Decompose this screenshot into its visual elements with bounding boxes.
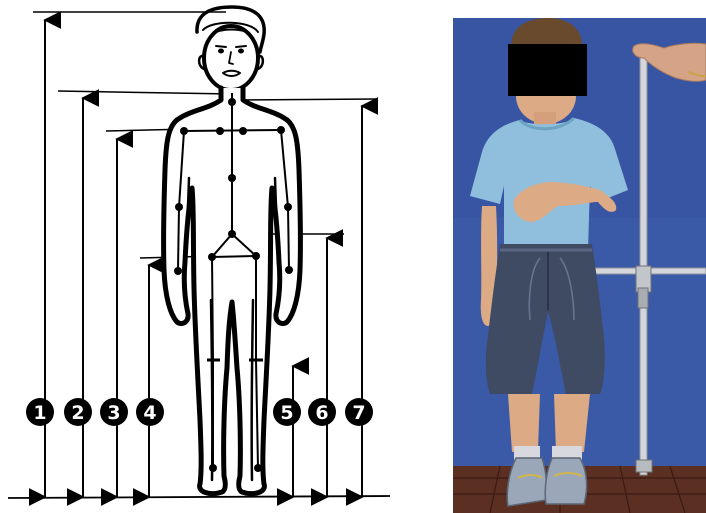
- joint-left-wrist: [174, 267, 182, 275]
- joint-right-shoulder: [277, 126, 285, 134]
- joint-sternum-right: [239, 127, 247, 135]
- svg-text:4: 4: [143, 402, 156, 424]
- measurement-marker-4: 4: [136, 398, 164, 426]
- reference-line-neck: [58, 91, 232, 94]
- measurement-marker-6: 6: [308, 398, 336, 426]
- face-censor-bar: [508, 44, 587, 96]
- joint-sternum-left: [216, 127, 224, 135]
- stadiometer-rod: [640, 55, 647, 475]
- svg-text:5: 5: [280, 402, 293, 424]
- svg-text:1: 1: [33, 402, 46, 424]
- measurement-marker-7: 7: [345, 398, 373, 426]
- left-shoe: [507, 458, 547, 506]
- joint-left-hip: [208, 253, 216, 261]
- joint-right-ankle: [254, 464, 262, 472]
- reference-line-shoulder-right: [232, 99, 378, 100]
- head: [197, 7, 264, 90]
- joint-left-shoulder: [180, 127, 188, 135]
- ground-line: [8, 496, 390, 498]
- measurement-marker-3: 3: [100, 398, 128, 426]
- joint-neck: [228, 98, 236, 106]
- measurement-marker-5: 5: [273, 398, 301, 426]
- svg-text:7: 7: [352, 402, 365, 424]
- joint-right-elbow: [284, 203, 292, 211]
- measurement-photo: [453, 18, 706, 513]
- svg-text:6: 6: [315, 402, 328, 424]
- joint-spine: [228, 174, 236, 182]
- body-diagram: 1 2 3 4 5 6 7: [8, 7, 390, 498]
- svg-text:3: 3: [107, 402, 120, 424]
- joint-pelvis: [228, 230, 236, 238]
- measurement-marker-2: 2: [64, 398, 92, 426]
- joint-left-ankle: [209, 464, 217, 472]
- joint-right-hip: [252, 252, 260, 260]
- joint-right-wrist: [285, 266, 293, 274]
- measurement-marker-1: 1: [26, 398, 54, 426]
- svg-text:2: 2: [71, 402, 84, 424]
- joint-left-elbow: [175, 203, 183, 211]
- right-shoe: [545, 458, 586, 504]
